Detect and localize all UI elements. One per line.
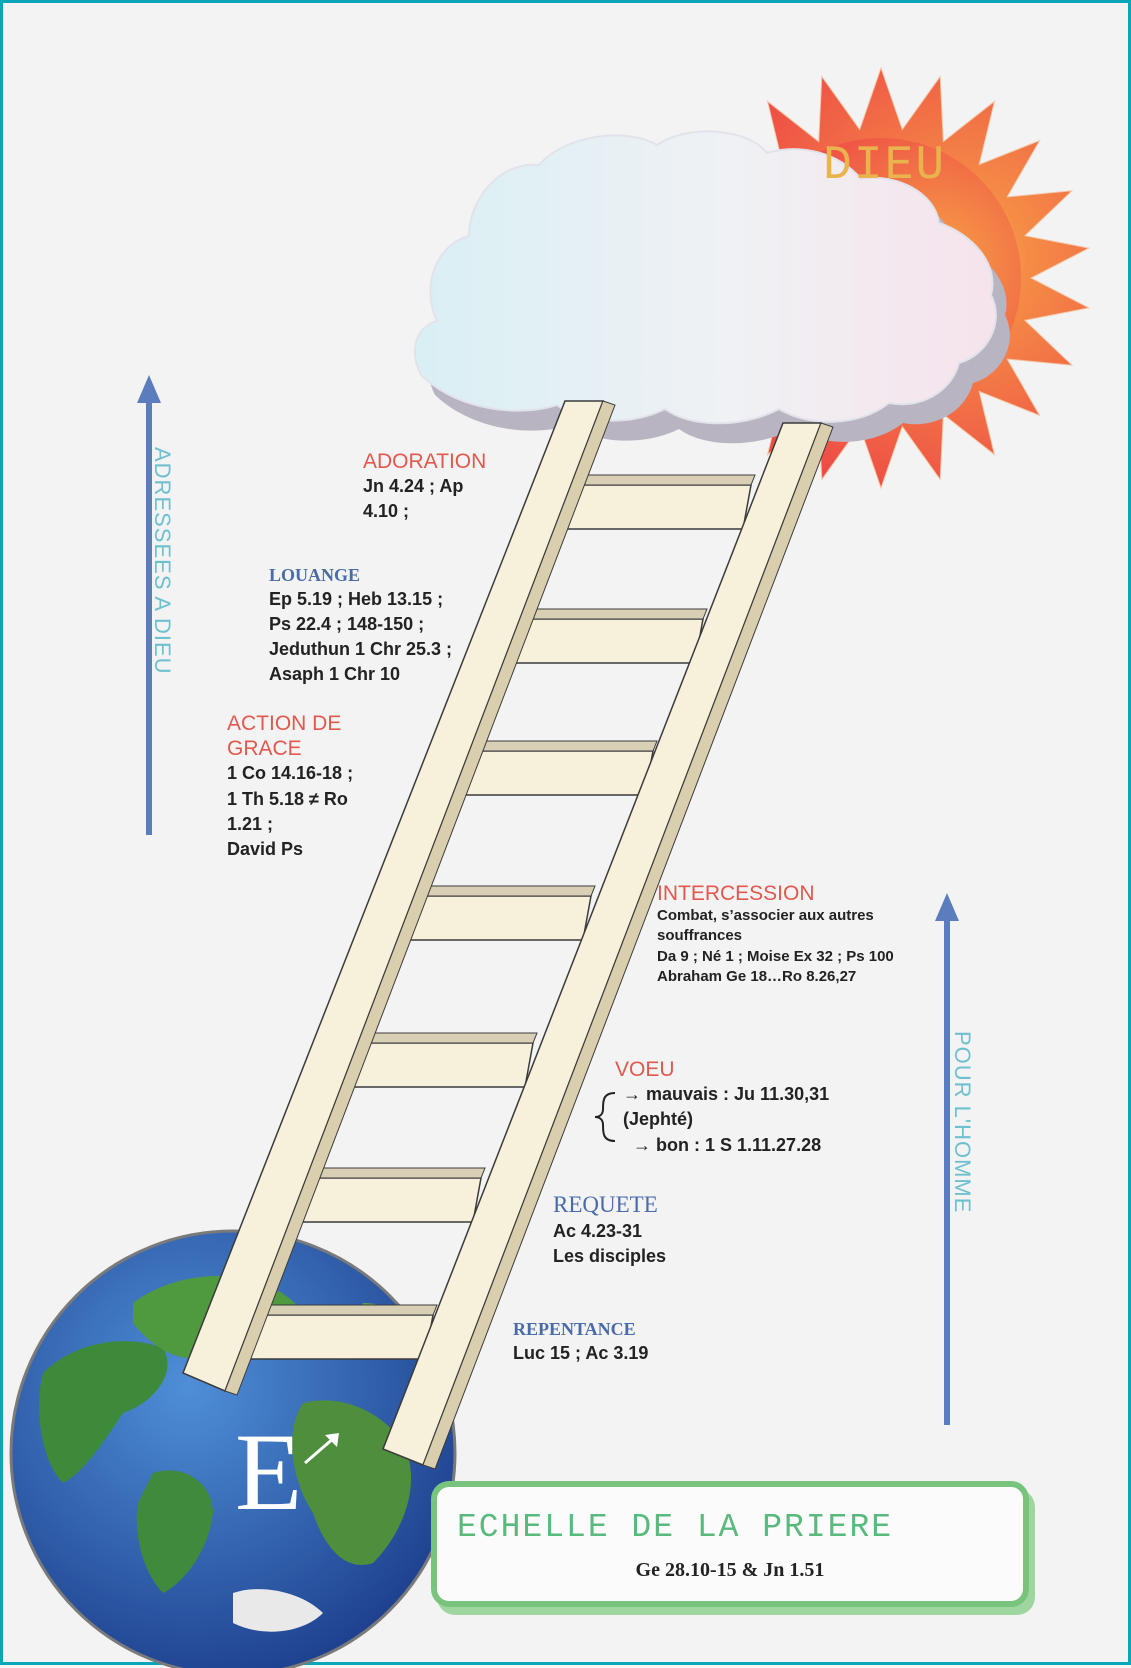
voeu-title: VOEU bbox=[615, 1058, 675, 1081]
action-de-grace-ref-line: 1 Co 14.16-18 ; bbox=[227, 763, 354, 784]
louange-ref-line: Jeduthun 1 Chr 25.3 ; bbox=[269, 638, 453, 659]
repentance-block: REPENTANCE Luc 15 ; Ac 3.19 bbox=[513, 1319, 648, 1366]
cloud bbox=[413, 130, 1010, 444]
illustration bbox=[9, 66, 1091, 1668]
left-up-arrow bbox=[137, 375, 161, 835]
adoration-ref-line: Jn 4.24 ; Ap bbox=[363, 476, 464, 497]
action-de-grace-block: ACTION DE GRACE 1 Co 14.16-18 ; 1 Th 5.1… bbox=[227, 711, 353, 862]
voeu-ref-line: → mauvais : Ju 11.30,31 bbox=[623, 1084, 830, 1105]
requete-ref-line: Les disciples bbox=[553, 1245, 667, 1266]
title-box: ECHELLE DE LA PRIERE Ge 28.10-15 & Jn 1.… bbox=[431, 1481, 1029, 1607]
louange-ref-line: Asaph 1 Chr 10 bbox=[269, 664, 401, 685]
right-up-arrow bbox=[935, 893, 959, 1425]
action-de-grace-ref-line: David Ps bbox=[227, 838, 304, 859]
right-axis-label: POUR L'HOMME bbox=[950, 1031, 975, 1214]
intercession-ref-line: souffrances bbox=[657, 927, 743, 945]
intercession-ref-line: Da 9 ; Né 1 ; Moise Ex 32 ; Ps 100 bbox=[657, 947, 894, 965]
ladder bbox=[182, 400, 834, 1470]
poster-title: ECHELLE DE LA PRIERE bbox=[457, 1509, 894, 1546]
intercession-title: INTERCESSION bbox=[657, 882, 815, 905]
louange-title: LOUANGE bbox=[269, 565, 361, 585]
action-de-grace-title: ACTION DE bbox=[227, 712, 342, 735]
voeu-block: VOEU → mauvais : Ju 11.30,31 (Jephté) → … bbox=[615, 1057, 829, 1158]
action-de-grace-title: GRACE bbox=[227, 737, 302, 761]
intercession-ref-line: Abraham Ge 18…Ro 8.26,27 bbox=[657, 967, 857, 985]
action-de-grace-ref-line: 1 Th 5.18 ≠ Ro bbox=[227, 788, 348, 809]
louange-block: LOUANGE Ep 5.19 ; Heb 13.15 ; Ps 22.4 ; … bbox=[269, 565, 452, 687]
voeu-ref-line: (Jephté) bbox=[623, 1109, 694, 1130]
action-de-grace-ref-line: 1.21 ; bbox=[227, 813, 274, 834]
poster-title-refs: Ge 28.10-15 & Jn 1.51 bbox=[635, 1559, 825, 1581]
louange-ref-line: Ep 5.19 ; Heb 13.15 ; bbox=[269, 588, 444, 609]
e-arrow-icon bbox=[304, 1433, 339, 1465]
repentance-title: REPENTANCE bbox=[513, 1319, 636, 1339]
adoration-title: ADORATION bbox=[363, 450, 487, 473]
adoration-ref-line: 4.10 ; bbox=[363, 501, 410, 522]
intercession-ref-line: Combat, s’associer aux autres bbox=[657, 907, 874, 925]
louange-ref-line: Ps 22.4 ; 148-150 ; bbox=[269, 613, 425, 634]
intercession-block: INTERCESSION Combat, s’associer aux autr… bbox=[657, 881, 894, 987]
adoration-block: ADORATION Jn 4.24 ; Ap 4.10 ; bbox=[363, 449, 486, 525]
earth-letter: E bbox=[235, 1411, 303, 1533]
voeu-ref-line: → bon : 1 S 1.11.27.28 bbox=[633, 1134, 822, 1155]
dieu-label: DIEU bbox=[823, 139, 947, 193]
voeu-brace bbox=[594, 1092, 616, 1142]
requete-title: REQUETE bbox=[553, 1192, 658, 1217]
requete-block: REQUETE Ac 4.23-31 Les disciples bbox=[553, 1191, 666, 1269]
repentance-ref-line: Luc 15 ; Ac 3.19 bbox=[513, 1342, 649, 1363]
requete-ref-line: Ac 4.23-31 bbox=[553, 1220, 643, 1241]
left-axis-label: ADRESSEES A DIEU bbox=[150, 447, 175, 675]
